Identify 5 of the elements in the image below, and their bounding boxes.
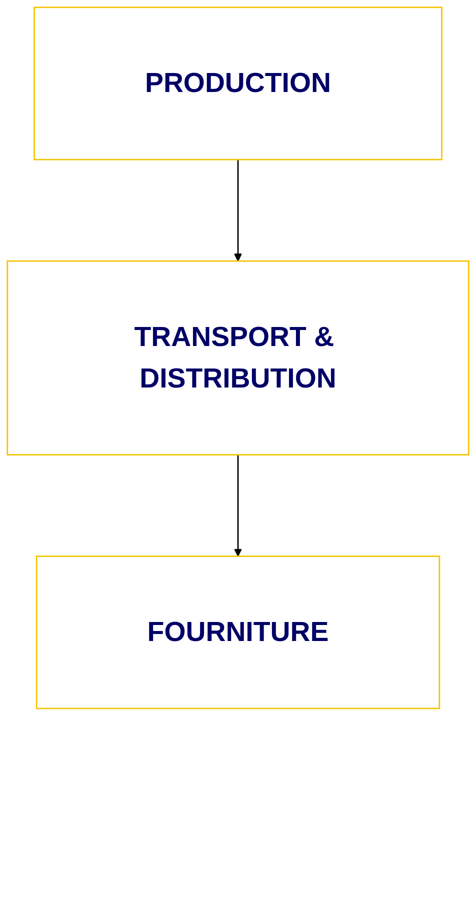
node-box: FOURNITURE <box>36 556 440 710</box>
node-box: PRODUCTION <box>34 6 442 160</box>
arrow <box>234 454 242 557</box>
arrow <box>234 160 242 262</box>
node-box: TRANSPORT & DISTRIBUTION <box>6 260 470 456</box>
